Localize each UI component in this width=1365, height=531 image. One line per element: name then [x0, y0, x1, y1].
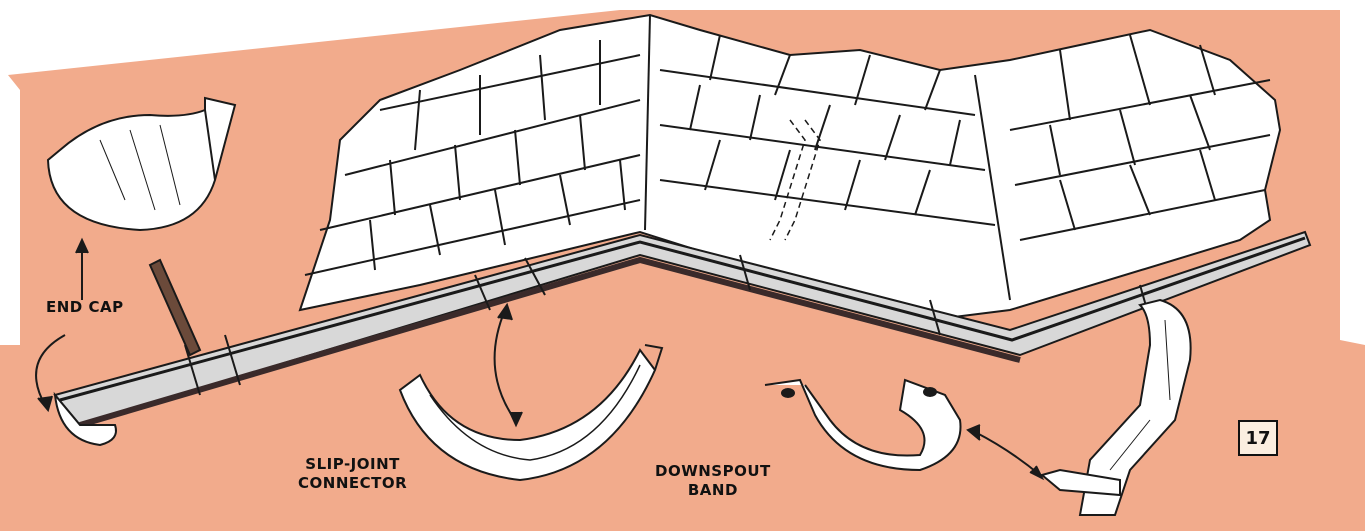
- downspout-band-label: DOWNSPOUT BAND: [655, 462, 771, 500]
- end-cap-label: END CAP: [46, 298, 124, 317]
- downspout-band-label-line2: BAND: [655, 481, 771, 500]
- slip-joint-label: SLIP-JOINT CONNECTOR: [298, 455, 407, 493]
- slip-joint-label-line2: CONNECTOR: [298, 474, 407, 493]
- slip-joint-label-line1: SLIP-JOINT: [298, 455, 407, 474]
- downspout-band-label-line1: DOWNSPOUT: [655, 462, 771, 481]
- end-cap-label-text: END CAP: [46, 298, 124, 316]
- figure-number: 17: [1238, 420, 1278, 456]
